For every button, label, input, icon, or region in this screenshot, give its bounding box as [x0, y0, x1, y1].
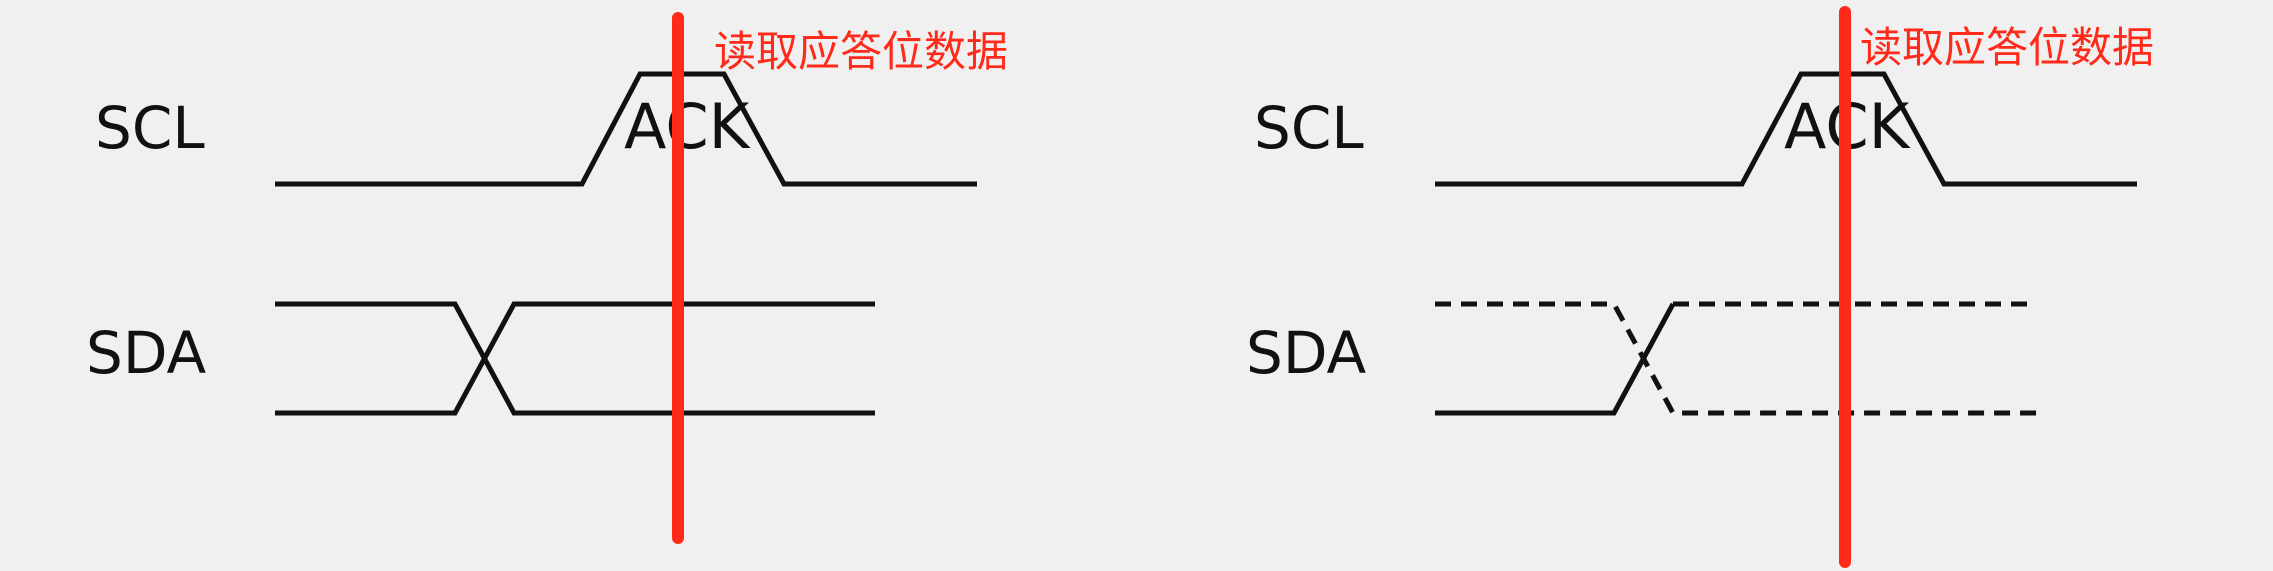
- right-sda-dashed-high: [1435, 301, 2037, 416]
- right-scl-label: SCL: [1254, 94, 1364, 162]
- right-annotation-label: 读取应答位数据: [1860, 23, 2154, 72]
- left-sda-label: SDA: [86, 319, 206, 387]
- left-sda-high-line: [275, 301, 875, 416]
- right-sda-label: SDA: [1246, 319, 1366, 387]
- right-timing-diagram: SCL SDA ACK 读取应答位数据: [1246, 6, 2154, 568]
- left-scl-label: SCL: [95, 94, 205, 162]
- right-sda-solid-low: [1435, 302, 1676, 416]
- left-timing-diagram: SCL SDA ACK 读取应答位数据: [86, 12, 1008, 544]
- left-sda-low-line: [275, 301, 875, 416]
- left-annotation-label: 读取应答位数据: [714, 27, 1008, 76]
- left-ack-label: ACK: [624, 90, 751, 163]
